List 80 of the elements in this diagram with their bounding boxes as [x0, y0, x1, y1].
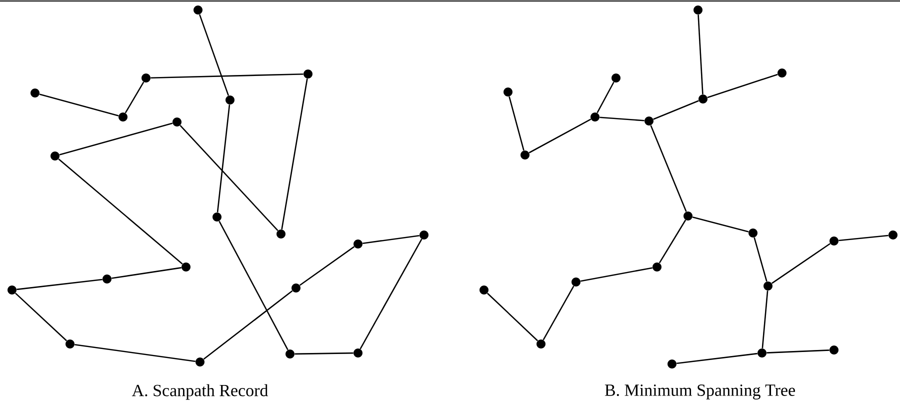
line — [360, 238, 422, 350]
dot — [8, 285, 16, 294]
dot — [590, 112, 600, 122]
dot — [652, 262, 662, 272]
line — [600, 116, 644, 122]
line — [124, 82, 144, 114]
dot — [694, 6, 702, 14]
line — [218, 220, 288, 350]
dot — [480, 285, 488, 294]
line — [650, 125, 687, 212]
dot — [194, 6, 202, 14]
dot — [142, 73, 150, 82]
dot — [668, 359, 676, 368]
line — [692, 216, 749, 232]
dot — [50, 152, 60, 160]
dot — [118, 112, 128, 122]
dot — [778, 68, 786, 78]
line — [180, 125, 278, 231]
dot — [226, 95, 234, 104]
line — [580, 267, 652, 282]
dot — [830, 345, 838, 354]
line — [838, 234, 888, 242]
dot — [536, 339, 546, 348]
dot — [748, 228, 758, 238]
line — [299, 246, 355, 286]
dot — [644, 116, 654, 126]
dot — [354, 348, 362, 358]
line — [707, 74, 778, 98]
line — [658, 220, 686, 264]
dot — [758, 348, 766, 358]
line — [198, 14, 230, 96]
line — [203, 290, 293, 360]
dot — [698, 94, 708, 104]
line — [698, 14, 704, 94]
dot — [102, 274, 112, 284]
line — [596, 82, 614, 114]
panel-caption: B. Minimum Spanning Tree — [604, 384, 795, 400]
line — [762, 290, 768, 348]
dot — [276, 230, 286, 238]
line — [294, 352, 354, 355]
dot — [196, 357, 204, 366]
line — [281, 78, 308, 230]
line — [766, 350, 830, 354]
dot — [830, 236, 838, 246]
dot — [354, 239, 362, 248]
line — [150, 73, 304, 79]
line — [542, 286, 574, 340]
line — [39, 94, 119, 116]
dot — [286, 349, 294, 358]
line — [58, 158, 183, 264]
dot — [504, 88, 512, 96]
dot — [292, 283, 300, 292]
line — [112, 267, 182, 279]
dot — [572, 277, 580, 286]
line — [216, 104, 230, 212]
line — [362, 234, 420, 244]
dot — [304, 70, 312, 78]
line — [74, 344, 196, 362]
dot — [684, 212, 692, 220]
dot — [212, 212, 222, 222]
line — [486, 292, 538, 342]
dot — [182, 262, 190, 272]
dot — [30, 88, 40, 98]
line — [508, 96, 524, 151]
dot — [66, 339, 74, 348]
line — [528, 118, 592, 154]
line — [754, 237, 768, 282]
dot — [420, 230, 428, 240]
dot — [520, 150, 530, 160]
dot — [172, 118, 182, 126]
dot — [888, 230, 898, 240]
line — [15, 292, 68, 342]
dot — [612, 73, 620, 82]
line — [653, 100, 699, 120]
line — [676, 352, 758, 364]
line — [772, 243, 830, 284]
line — [16, 278, 102, 290]
panel-caption: A. Scanpath Record — [132, 384, 268, 400]
line — [59, 122, 173, 156]
dot — [764, 281, 772, 290]
